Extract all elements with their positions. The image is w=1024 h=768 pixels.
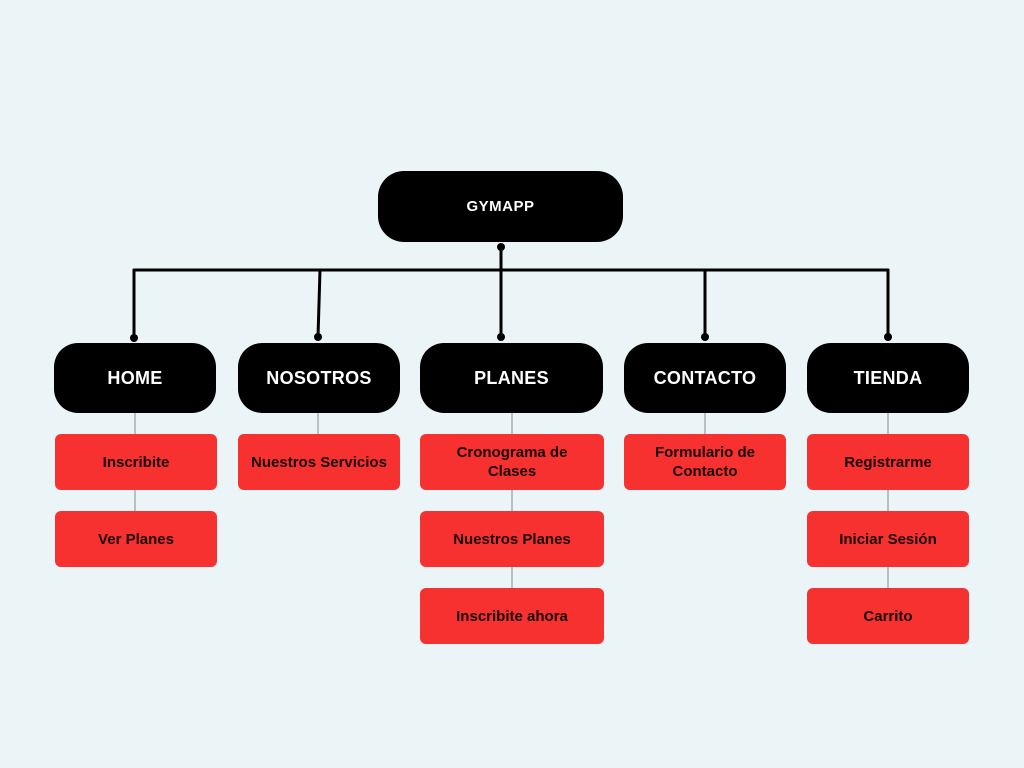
root-node-gymapp: GYMAPP bbox=[378, 171, 623, 242]
connector-dot-contacto bbox=[701, 333, 709, 341]
item-node-iniciar-sesion: Iniciar Sesión bbox=[807, 511, 969, 567]
item-node-cronograma-de-clases: Cronograma de Clases bbox=[420, 434, 604, 490]
item-node-formulario-de-contacto: Formulario de Contacto bbox=[624, 434, 786, 490]
connector-dot-tienda bbox=[884, 333, 892, 341]
section-node-home: HOME bbox=[54, 343, 216, 413]
item-node-inscribite: Inscribite bbox=[55, 434, 217, 490]
item-node-carrito: Carrito bbox=[807, 588, 969, 644]
item-node-nuestros-planes: Nuestros Planes bbox=[420, 511, 604, 567]
connector-dot-home bbox=[130, 334, 138, 342]
item-node-inscribite-ahora: Inscribite ahora bbox=[420, 588, 604, 644]
connector-dot-root bbox=[497, 243, 505, 251]
section-node-tienda: TIENDA bbox=[807, 343, 969, 413]
section-node-nosotros: NOSOTROS bbox=[238, 343, 400, 413]
section-node-planes: PLANES bbox=[420, 343, 603, 413]
item-node-registrarme: Registrarme bbox=[807, 434, 969, 490]
connector-dot-nosotros bbox=[314, 333, 322, 341]
drop-line-nosotros bbox=[316, 268, 322, 339]
item-node-ver-planes: Ver Planes bbox=[55, 511, 217, 567]
connector-dot-planes bbox=[497, 333, 505, 341]
item-node-nuestros-servicios: Nuestros Servicios bbox=[238, 434, 400, 490]
section-node-contacto: CONTACTO bbox=[624, 343, 786, 413]
